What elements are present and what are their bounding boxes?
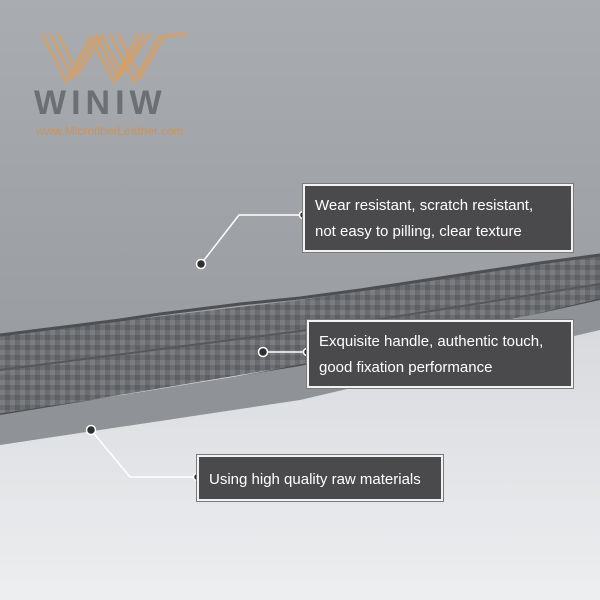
callout-1-line-1: Wear resistant, scratch resistant, [315, 197, 534, 214]
marker-dot-2 [257, 346, 269, 358]
callout-handle-touch: Exquisite handle, authentic touch, good … [306, 319, 574, 389]
leader-line-3 [90, 429, 197, 478]
leader-line-1 [200, 214, 303, 265]
callout-raw-materials: Using high quality raw materials [196, 454, 444, 502]
callout-wear-resistance: Wear resistant, scratch resistant, not e… [302, 183, 574, 253]
winiw-logo-mark [40, 32, 189, 85]
foam-edge-top [0, 253, 600, 337]
callout-1-line-2: not easy to pilling, clear texture [315, 223, 522, 240]
foam-edge-middle [0, 283, 600, 371]
marker-dot-3 [85, 424, 97, 436]
callout-3-line-1: Using high quality raw materials [209, 471, 421, 488]
marker-dot-1 [195, 258, 207, 270]
callout-2-line-1: Exquisite handle, authentic touch, [319, 333, 544, 350]
brand-website: www.MicrofiberLeather.com [36, 124, 184, 138]
callout-leaders [90, 214, 307, 478]
brand-name: WINIW [34, 84, 167, 122]
callout-2-line-2: good fixation performance [319, 359, 493, 376]
foam-layer-stack [0, 255, 600, 415]
